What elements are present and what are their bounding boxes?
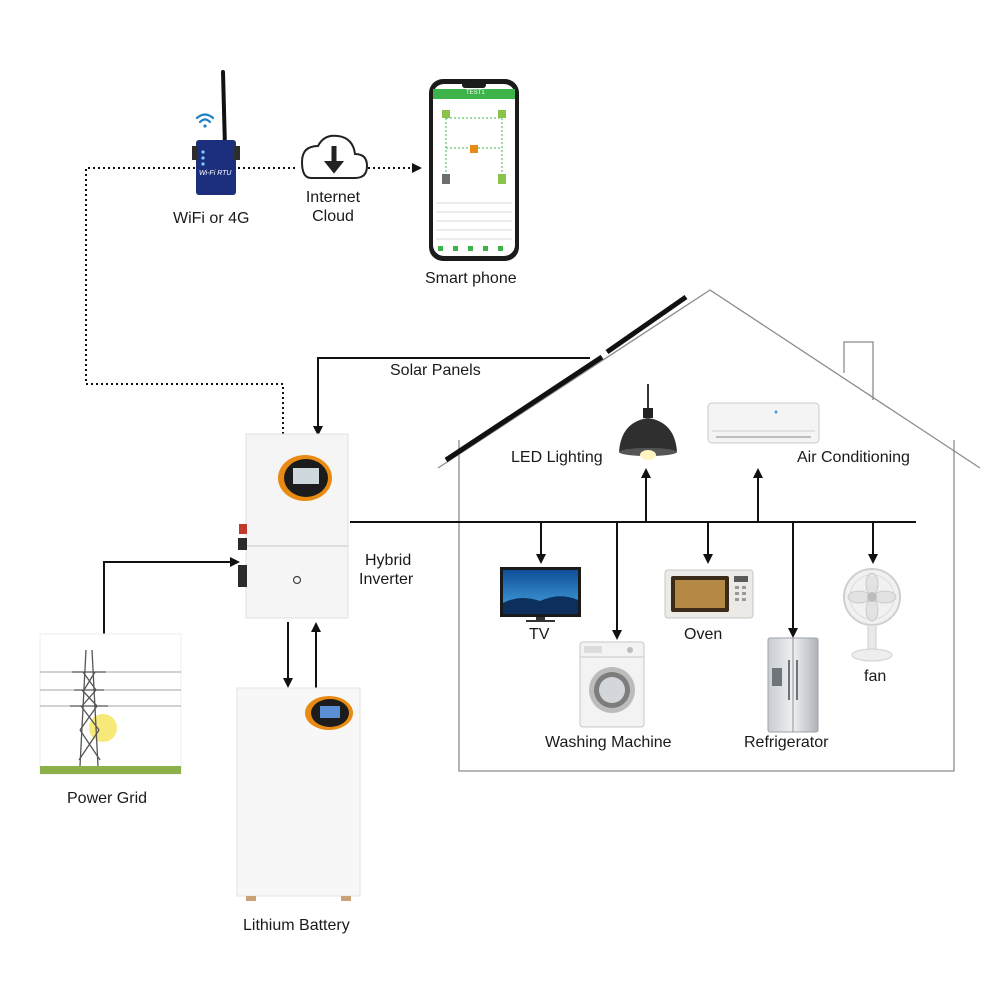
hybrid-inverter <box>238 433 349 619</box>
tv-appliance <box>500 567 581 622</box>
wifi-device-label: WiFi or 4G <box>173 210 250 227</box>
smart-phone-label: Smart phone <box>425 270 517 287</box>
smart-phone <box>429 79 519 261</box>
fan-appliance <box>843 568 901 662</box>
power-grid-image <box>39 633 182 775</box>
refrigerator-label: Refrigerator <box>744 734 829 751</box>
refrigerator-appliance <box>767 637 819 733</box>
cloud-label-line1: Internet <box>305 189 361 206</box>
led-lighting-lamp <box>619 384 677 460</box>
lithium-battery-label: Lithium Battery <box>243 917 350 934</box>
wifi-rtu-device <box>192 70 240 195</box>
inverter-label-line2: Inverter <box>359 571 414 588</box>
air-conditioner <box>707 402 820 444</box>
house-outline <box>437 289 981 772</box>
solar-panels-label: Solar Panels <box>390 362 481 379</box>
cloud-download-icon <box>300 134 369 179</box>
inverter-label-line1: Hybrid <box>365 552 412 569</box>
washing-machine-label: Washing Machine <box>545 734 672 751</box>
oven-label: Oven <box>684 626 723 643</box>
solar-panels <box>444 294 688 463</box>
cloud-label-line2: Cloud <box>312 208 354 225</box>
air-conditioning-label: Air Conditioning <box>797 449 910 466</box>
wifi-icon <box>195 113 215 128</box>
washing-machine-appliance <box>579 641 645 728</box>
phone-app-title: TEST1 <box>466 90 485 96</box>
power-flow-lines <box>103 357 916 688</box>
power-grid-label: Power Grid <box>67 790 148 807</box>
tv-label: TV <box>529 626 550 643</box>
fan-label: fan <box>864 668 887 685</box>
lithium-battery <box>236 687 361 901</box>
wifi-rtu-device-text: Wi-Fi RTU <box>199 170 232 177</box>
oven-appliance <box>664 569 754 619</box>
led-lighting-label: LED Lighting <box>511 449 603 466</box>
comm-link-lines <box>85 163 422 434</box>
